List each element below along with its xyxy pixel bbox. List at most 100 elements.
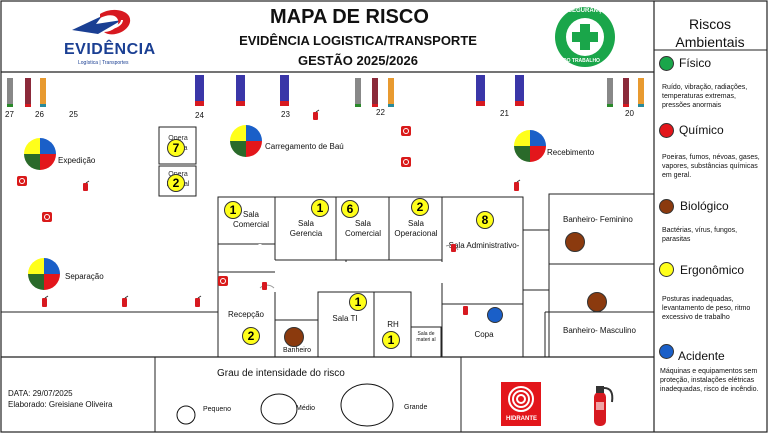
hose-reel-icon bbox=[508, 386, 534, 412]
extinguisher-icon bbox=[313, 109, 320, 120]
extinguisher-icon bbox=[83, 180, 90, 191]
vehicle-icon bbox=[40, 78, 46, 107]
legend-quimico-desc: Poeiras, fumos, névoas, gases, vapores, … bbox=[662, 154, 760, 179]
risk-pie-icon bbox=[28, 258, 60, 290]
room-rh: RH bbox=[387, 320, 399, 329]
risk-count-badge: 2 bbox=[411, 198, 429, 216]
dock-number: 23 bbox=[281, 110, 290, 119]
risk-pie-icon bbox=[24, 138, 56, 170]
dock-number: 20 bbox=[625, 109, 634, 118]
area-carregamento: Carregamento de Baú bbox=[265, 142, 344, 151]
risk-count-badge: 8 bbox=[476, 211, 494, 229]
vehicle-icon bbox=[236, 75, 245, 106]
vehicle-icon bbox=[280, 75, 289, 106]
dock-number: 24 bbox=[195, 111, 204, 120]
biological-risk-marker bbox=[565, 232, 585, 252]
room-sala-comercial-2: Sala Comercial bbox=[344, 219, 381, 238]
biological-risk-marker bbox=[284, 327, 304, 347]
legend-ergonomico-dot bbox=[659, 262, 674, 277]
dock-number: 25 bbox=[69, 110, 78, 119]
room-sala-ti: Sala TI bbox=[332, 314, 358, 323]
legend-fisico-desc: Ruído, vibração, radiações, temperaturas… bbox=[662, 84, 748, 109]
risk-count-badge: 6 bbox=[341, 200, 359, 218]
hydrant-icon bbox=[401, 157, 411, 167]
legend-ergonomico-label: Ergonômico bbox=[680, 263, 745, 277]
room-banheiro-feminino: Banheiro- Feminino bbox=[563, 215, 633, 224]
risk-count-badge: 1 bbox=[224, 201, 242, 219]
legend-quimico-label: Químico bbox=[679, 123, 724, 137]
risk-pie-icon bbox=[514, 130, 546, 162]
company-logo: EVIDÊNCIA Logística | Transportes bbox=[60, 8, 165, 68]
room-banheiro-masculino: Banheiro- Masculino bbox=[563, 326, 636, 335]
legend-acidente-dot bbox=[659, 344, 674, 359]
seal-text-bottom: DO TRABALHO bbox=[563, 58, 600, 64]
room-sala-comercial-1: Sala Comercial bbox=[232, 210, 269, 229]
dock-number: 21 bbox=[500, 109, 509, 118]
risk-count-badge: 1 bbox=[349, 293, 367, 311]
hydrant-icon bbox=[401, 126, 411, 136]
room-copa: Copa bbox=[474, 330, 494, 339]
room-sala-administrativo: Sala Administrativo- bbox=[448, 241, 520, 250]
vehicle-icon bbox=[607, 78, 613, 107]
footer-author: Elaborado: Greisiane Oliveira bbox=[8, 400, 113, 409]
page-title: MAPA DE RISCO bbox=[270, 6, 429, 28]
extinguisher-markers bbox=[42, 109, 521, 315]
hydrant-sign-label: HIDRANTE bbox=[506, 416, 537, 422]
vehicle-icon bbox=[195, 75, 204, 106]
legend-fisico-label: Físico bbox=[679, 56, 712, 70]
room-sala-material: Sala de materi al bbox=[416, 331, 436, 343]
fire-extinguisher-icon bbox=[594, 386, 614, 426]
legend-biologico-dot bbox=[659, 199, 674, 214]
legend-acidente-label: Acidente bbox=[678, 349, 725, 363]
extinguisher-icon bbox=[195, 295, 202, 307]
vehicle-icon bbox=[623, 78, 629, 107]
logo-brand: EVIDÊNCIA bbox=[64, 41, 156, 58]
seal-text-top: SEGURANÇA bbox=[568, 8, 607, 14]
risk-count-badge: 1 bbox=[382, 331, 400, 349]
intensity-medium-label: Médio bbox=[296, 405, 316, 412]
vehicle-icon bbox=[25, 78, 31, 107]
vehicle-icon bbox=[372, 78, 378, 107]
legend-ergonomico-desc: Posturas inadequadas, levantamento de pe… bbox=[662, 296, 751, 321]
accident-risk-marker bbox=[487, 307, 503, 323]
hydrant-icon bbox=[42, 212, 52, 222]
risk-count-badge: 2 bbox=[242, 327, 260, 345]
page-subtitle: EVIDÊNCIA LOGISTICA/TRANSPORTE bbox=[239, 33, 477, 48]
area-recebimento: Recebimento bbox=[547, 148, 595, 157]
extinguisher-icon bbox=[262, 282, 267, 290]
intensity-large-label: Grande bbox=[404, 404, 428, 411]
legend-quimico-dot bbox=[659, 123, 674, 138]
logo-tagline: Logística | Transportes bbox=[78, 60, 129, 66]
hydrant-icon bbox=[218, 276, 228, 286]
risk-pie-icon bbox=[230, 125, 262, 157]
intensity-title: Grau de intensidade do risco bbox=[217, 368, 345, 379]
vehicle-icon bbox=[7, 78, 13, 107]
legend-fisico-dot bbox=[659, 56, 674, 71]
extinguisher-icon bbox=[42, 295, 49, 307]
room-recepcao: Recepção bbox=[227, 310, 265, 319]
dock-number: 26 bbox=[35, 110, 44, 119]
vehicle-icon bbox=[388, 78, 394, 107]
vehicle-icon bbox=[476, 75, 485, 106]
dock-vehicles bbox=[7, 75, 644, 107]
vehicle-icon bbox=[638, 78, 644, 107]
footer-date: DATA: 29/07/2025 bbox=[8, 389, 73, 398]
room-sala-operacional: Sala Operacional bbox=[394, 219, 438, 238]
area-separacao: Separação bbox=[65, 272, 104, 281]
vehicle-icon bbox=[515, 75, 524, 106]
risk-count-badge: 7 bbox=[167, 139, 185, 157]
dock-number: 27 bbox=[5, 110, 14, 119]
extinguisher-icon bbox=[514, 179, 521, 191]
hydrant-sign: HIDRANTE bbox=[501, 382, 541, 426]
extinguisher-icon bbox=[451, 244, 456, 252]
legend-acidente-desc: Máquinas e equipamentos sem proteção, in… bbox=[660, 368, 759, 393]
safety-seal: SEGURANÇA DO TRABALHO bbox=[553, 5, 617, 69]
logo-mark-icon bbox=[72, 9, 131, 35]
vehicle-icon bbox=[355, 78, 361, 107]
legend-title: Riscos Ambientais bbox=[675, 16, 745, 50]
dock-number: 22 bbox=[376, 108, 385, 117]
legend-biologico-desc: Bactérias, vírus, fungos, parasitas bbox=[662, 227, 738, 243]
extinguisher-icon bbox=[463, 306, 468, 315]
legend-biologico-label: Biológico bbox=[680, 199, 729, 213]
